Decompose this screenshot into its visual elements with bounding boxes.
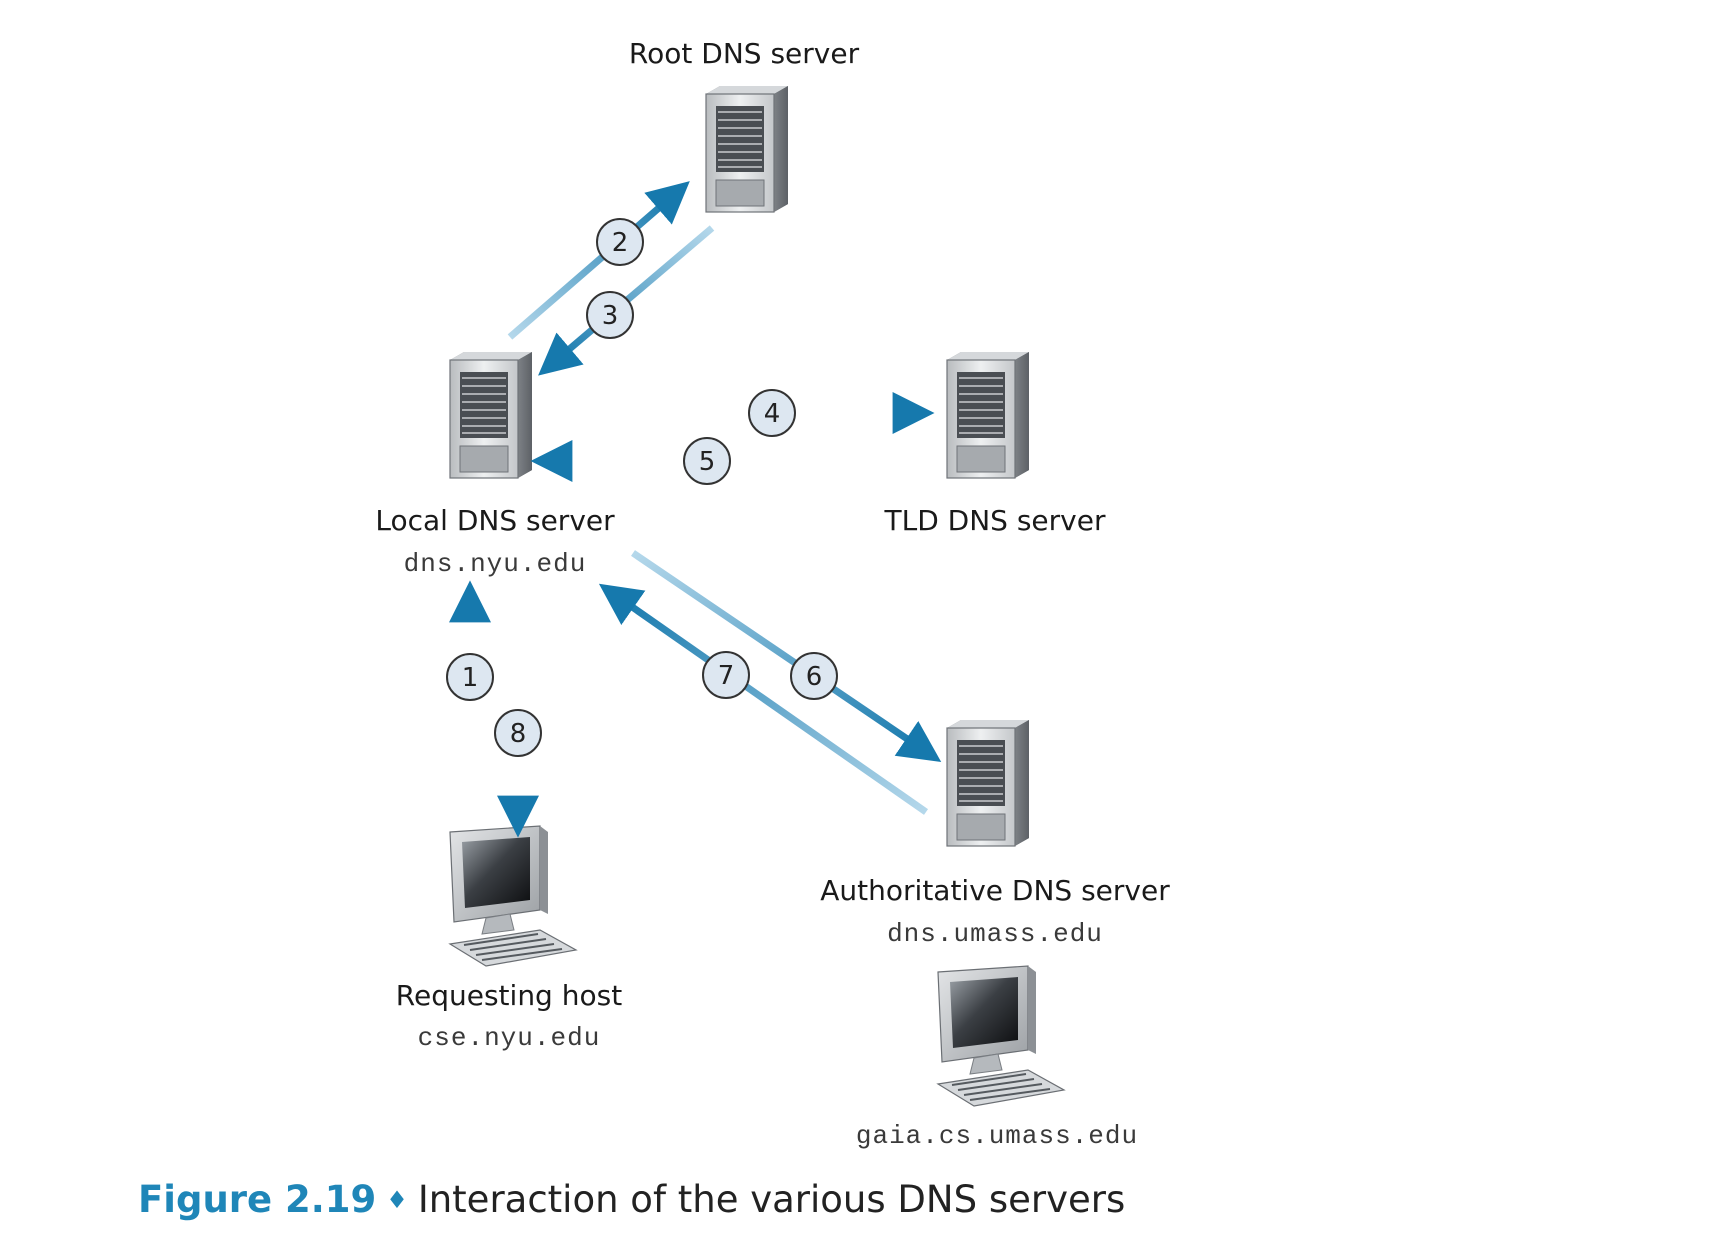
step-number-6: 6 xyxy=(806,662,823,692)
caption-separator: ♦ xyxy=(386,1186,408,1214)
step-badge-1: 1 xyxy=(446,653,494,701)
step-badge-3: 3 xyxy=(586,291,634,339)
authoritative-dns-server-label: Authoritative DNS server xyxy=(820,874,1170,907)
step-number-8: 8 xyxy=(510,719,527,749)
step-number-7: 7 xyxy=(718,661,735,691)
step-number-4: 4 xyxy=(764,399,781,429)
arrow-step-6 xyxy=(631,550,942,762)
arrow-step-7 xyxy=(598,583,929,815)
tld-dns-server-label: TLD DNS server xyxy=(884,504,1106,537)
figure-number: Figure 2.19 xyxy=(138,1178,377,1221)
authoritative-server-icon xyxy=(946,719,1030,847)
target-host-name: gaia.cs.umass.edu xyxy=(856,1121,1138,1151)
step-badge-2: 2 xyxy=(596,218,644,266)
target-host-computer-icon xyxy=(937,965,1065,1107)
figure-caption: Figure 2.19 ♦ Interaction of the various D… xyxy=(138,1178,1125,1221)
step-number-2: 2 xyxy=(612,228,629,258)
root-dns-server-label: Root DNS server xyxy=(629,37,860,70)
step-badge-4: 4 xyxy=(748,389,796,437)
local-dns-server-host: dns.nyu.edu xyxy=(404,549,587,579)
requesting-host-computer-icon xyxy=(449,825,577,967)
tld-server-icon xyxy=(946,351,1030,479)
requesting-host-label: Requesting host xyxy=(396,979,622,1012)
step-number-3: 3 xyxy=(602,301,619,331)
arrow-step-2 xyxy=(507,181,690,340)
step-badge-8: 8 xyxy=(494,709,542,757)
authoritative-dns-server-host: dns.umass.edu xyxy=(887,919,1103,949)
root-server-icon xyxy=(705,85,789,213)
local-dns-server-label: Local DNS server xyxy=(375,504,615,537)
caption-text: Interaction of the various DNS servers xyxy=(417,1178,1126,1221)
step-number-5: 5 xyxy=(699,447,716,477)
step-badge-6: 6 xyxy=(790,652,838,700)
local-server-icon xyxy=(449,351,533,479)
step-badge-7: 7 xyxy=(702,651,750,699)
step-badge-5: 5 xyxy=(683,437,731,485)
step-number-1: 1 xyxy=(462,663,479,693)
requesting-host-name: cse.nyu.edu xyxy=(418,1023,601,1053)
arrow-step-3 xyxy=(538,225,715,376)
